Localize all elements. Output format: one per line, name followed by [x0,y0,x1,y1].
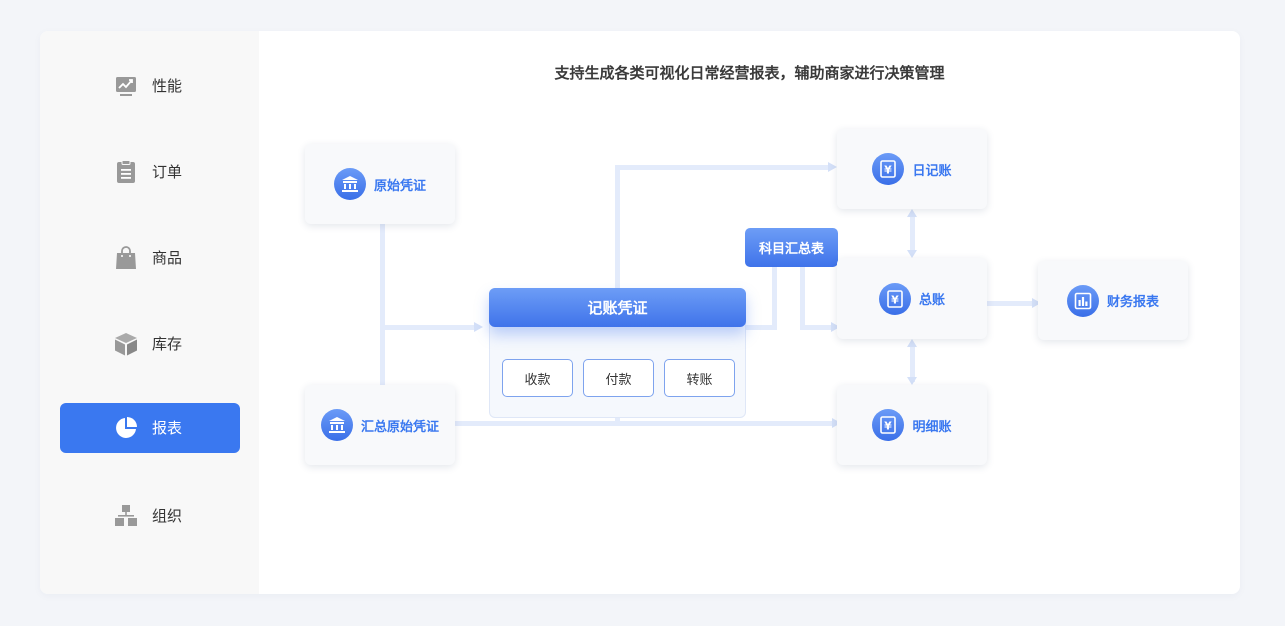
bank-icon [320,409,353,441]
sidebar-item-label: 性能 [152,77,183,95]
node-journal: ¥ 日记账 [837,129,987,209]
yuan-ledger-icon: ¥ [878,282,911,315]
node-label: 财务报表 [1106,295,1159,310]
pie-chart-icon [116,417,137,438]
yuan-ledger-icon: ¥ [872,409,905,441]
sidebar-item-products[interactable]: 商品 [60,233,240,283]
svg-text:¥: ¥ [885,164,893,177]
sidebar-item-organization[interactable]: 组织 [60,491,240,541]
transfer-button[interactable]: 转账 [664,359,735,397]
chart-trend-icon [116,77,136,96]
account-summary-tag: 科目汇总表 [745,228,838,267]
shopping-bag-icon [116,246,136,269]
sidebar-item-label: 商品 [152,249,183,267]
org-chart-icon [115,505,137,526]
clipboard-icon [117,160,135,183]
page-title: 支持生成各类可视化日常经营报表，辅助商家进行决策管理 [554,64,945,82]
sidebar-item-orders[interactable]: 订单 [60,147,240,197]
sidebar-item-reports[interactable]: 报表 [60,403,240,453]
yuan-ledger-icon: ¥ [872,153,905,185]
bar-chart-icon [1066,284,1099,317]
bank-icon [333,168,366,200]
voucher-panel-header: 记账凭证 [489,288,746,327]
node-financial-report: 财务报表 [1038,261,1188,340]
svg-text:¥: ¥ [885,420,893,433]
node-summary-voucher: 汇总原始凭证 [305,385,455,465]
sidebar-item-label: 订单 [152,163,183,181]
node-label: 明细账 [912,419,952,435]
sidebar: 性能 订单 商品 [40,31,259,594]
sidebar-item-performance[interactable]: 性能 [60,61,240,111]
sidebar-item-label: 报表 [152,419,183,437]
sidebar-item-label: 组织 [152,507,183,525]
node-label: 总账 [918,293,945,308]
node-original-voucher: 原始凭证 [305,144,455,224]
node-label: 原始凭证 [373,178,426,194]
node-label: 汇总原始凭证 [360,419,439,435]
receipt-button[interactable]: 收款 [502,359,573,397]
svg-text:¥: ¥ [891,293,899,306]
node-detail-ledger: ¥ 明细账 [837,385,987,465]
main-card: 性能 订单 商品 [40,31,1240,594]
node-label: 日记账 [912,163,952,179]
node-general-ledger: ¥ 总账 [837,258,987,339]
payment-button[interactable]: 付款 [583,359,654,397]
box-icon [115,333,137,356]
sidebar-item-inventory[interactable]: 库存 [60,319,240,369]
sidebar-item-label: 库存 [152,335,183,353]
